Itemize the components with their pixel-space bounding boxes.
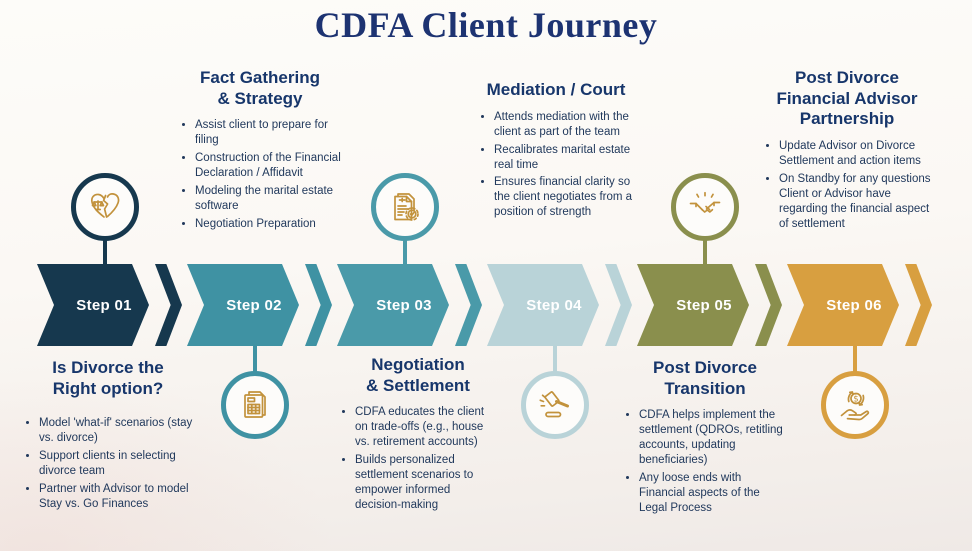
step-06-arrow: Step 06: [787, 264, 899, 346]
connector-line: [853, 344, 857, 373]
bullet-item: CDFA educates the client on trade-offs (…: [355, 405, 498, 450]
section-is-divorce-right: Is Divorce the Right option? Model 'what…: [22, 358, 194, 515]
financial-ledger-icon: [221, 371, 289, 439]
section-heading: Post Divorce Financial Advisor Partnersh…: [776, 68, 918, 129]
connector-line: [253, 344, 257, 373]
bullet-list: Assist client to prepare for filingConst…: [178, 118, 342, 232]
bullet-list: CDFA educates the client on trade-offs (…: [338, 405, 498, 513]
chevron-separator: [155, 264, 182, 346]
connector-line: [553, 344, 557, 373]
section-heading: Post Divorce Transition: [653, 358, 757, 398]
bullet-list: Update Advisor on Divorce Settlement and…: [762, 139, 932, 232]
step-05-arrow: Step 05: [637, 264, 749, 346]
bullet-list: CDFA helps implement the settlement (QDR…: [622, 408, 788, 516]
gavel-icon: [521, 371, 589, 439]
bullet-item: Support clients in selecting divorce tea…: [39, 449, 194, 479]
bullet-item: Assist client to prepare for filing: [195, 118, 342, 148]
chevron-separator: [455, 264, 482, 346]
step-label: Step 06: [826, 296, 882, 314]
bullet-item: Construction of the Financial Declaratio…: [195, 151, 342, 181]
step-01-arrow: Step 01: [37, 264, 149, 346]
handshake-icon: [671, 173, 739, 241]
bullet-item: Any loose ends with Financial aspects of…: [639, 471, 788, 516]
bullet-item: Ensures financial clarity so the client …: [494, 175, 635, 220]
section-fact-gathering: Fact Gathering & Strategy Assist client …: [178, 68, 342, 235]
chevron-separator: [305, 264, 332, 346]
section-post-divorce-partnership: Post Divorce Financial Advisor Partnersh…: [762, 68, 932, 235]
broken-heart-scales-icon: [71, 173, 139, 241]
bullet-item: Partner with Advisor to model Stay vs. G…: [39, 482, 194, 512]
chevron-separator: [755, 264, 782, 346]
step-label: Step 05: [676, 296, 732, 314]
bullet-item: Modeling the marital estate software: [195, 184, 342, 214]
section-heading: Negotiation & Settlement: [366, 355, 470, 395]
step-label: Step 01: [76, 296, 132, 314]
bullet-item: Model 'what-if' scenarios (stay vs. divo…: [39, 416, 194, 446]
bullet-item: Builds personalized settlement scenarios…: [355, 453, 498, 513]
connector-line: [703, 238, 707, 266]
bullet-item: Recalibrates marital estate real time: [494, 143, 635, 173]
section-post-divorce-transition: Post Divorce Transition CDFA helps imple…: [622, 358, 788, 519]
svg-text:$: $: [853, 395, 858, 405]
hand-money-icon: $: [821, 371, 889, 439]
bullet-list: Attends mediation with the client as par…: [477, 110, 635, 221]
step-label: Step 02: [226, 296, 282, 314]
chevron-separator: [605, 264, 632, 346]
bullet-item: CDFA helps implement the settlement (QDR…: [639, 408, 788, 468]
step-label: Step 04: [526, 296, 582, 314]
chevron-separator: [905, 264, 932, 346]
step-04-arrow: Step 04: [487, 264, 599, 346]
section-heading: Fact Gathering & Strategy: [200, 68, 320, 108]
bullet-item: Update Advisor on Divorce Settlement and…: [779, 139, 932, 169]
section-negotiation-settlement: Negotiation & Settlement CDFA educates t…: [338, 355, 498, 516]
connector-line: [103, 238, 107, 266]
connector-line: [403, 238, 407, 266]
bullet-list: Model 'what-if' scenarios (stay vs. divo…: [22, 416, 194, 512]
bullet-item: Attends mediation with the client as par…: [494, 110, 635, 140]
section-heading: Mediation / Court: [486, 80, 626, 99]
settlement-document-icon: [371, 173, 439, 241]
step-03-arrow: Step 03: [337, 264, 449, 346]
bullet-item: Negotiation Preparation: [195, 217, 342, 232]
bullet-item: On Standby for any questions Client or A…: [779, 172, 932, 232]
section-heading: Is Divorce the Right option?: [52, 358, 164, 398]
page-title: CDFA Client Journey: [314, 5, 658, 45]
section-mediation-court: Mediation / Court Attends mediation with…: [477, 80, 635, 223]
step-02-arrow: Step 02: [187, 264, 299, 346]
step-label: Step 03: [376, 296, 432, 314]
